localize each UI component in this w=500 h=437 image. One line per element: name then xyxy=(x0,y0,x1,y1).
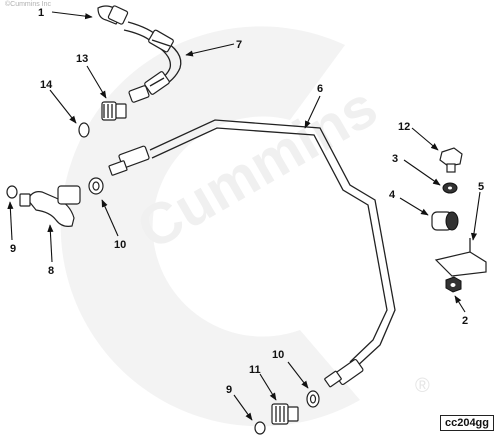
leader-8 xyxy=(47,224,54,263)
leader-5 xyxy=(470,191,481,241)
leader-7 xyxy=(185,43,235,57)
leader-13 xyxy=(86,65,107,99)
leader-1 xyxy=(51,11,93,20)
callout-9-upper: 9 xyxy=(10,243,16,255)
callout-5: 5 xyxy=(478,181,484,193)
leader-4 xyxy=(399,197,429,216)
leader-11 xyxy=(259,373,277,401)
leader-3 xyxy=(403,159,441,186)
illustration-code-label: cc204gg xyxy=(439,415,494,431)
callout-6: 6 xyxy=(317,83,323,95)
part-9-o-ring-upper xyxy=(6,185,18,199)
part-6-rigid-tube xyxy=(108,119,396,388)
part-12-bolt xyxy=(439,147,463,173)
part-4-clamp xyxy=(431,211,459,231)
callout-9-lower: 9 xyxy=(226,384,232,396)
callout-10-upper: 10 xyxy=(114,239,126,251)
callout-13: 13 xyxy=(76,53,88,65)
callout-3: 3 xyxy=(392,153,398,165)
leader-9-upper xyxy=(7,201,14,241)
callout-leaders xyxy=(7,11,481,421)
callout-1: 1 xyxy=(38,7,44,19)
part-7-hose-assembly xyxy=(97,5,182,103)
copyright-notice: ©Cummins Inc xyxy=(5,1,51,8)
leader-9-lower xyxy=(233,394,253,421)
leader-2 xyxy=(454,295,466,313)
callout-8: 8 xyxy=(48,265,54,277)
callout-2: 2 xyxy=(462,315,468,327)
part-14-o-ring xyxy=(78,122,90,138)
leader-6 xyxy=(304,95,321,129)
leader-10-upper xyxy=(101,199,119,237)
leader-12 xyxy=(411,127,439,151)
part-9-o-ring-lower xyxy=(254,421,266,435)
callout-12: 12 xyxy=(398,121,410,133)
callout-7: 7 xyxy=(236,39,242,51)
callout-11: 11 xyxy=(249,364,261,376)
part-11-fitting xyxy=(271,403,299,425)
part-2-nut xyxy=(445,276,462,293)
callout-numbers: 1 7 13 14 6 12 3 4 5 9 8 10 2 10 11 9 xyxy=(10,7,484,396)
part-13-fitting xyxy=(101,101,127,121)
part-8-elbow xyxy=(19,185,81,227)
callout-14: 14 xyxy=(40,79,53,91)
callout-4: 4 xyxy=(389,189,396,201)
leader-10-lower xyxy=(287,361,309,389)
cummins-watermark: Cummins ® xyxy=(60,26,430,427)
part-5-bracket xyxy=(434,251,487,277)
leader-14 xyxy=(49,89,77,124)
watermark-registered-mark: ® xyxy=(415,375,430,397)
callout-10-lower: 10 xyxy=(272,349,284,361)
